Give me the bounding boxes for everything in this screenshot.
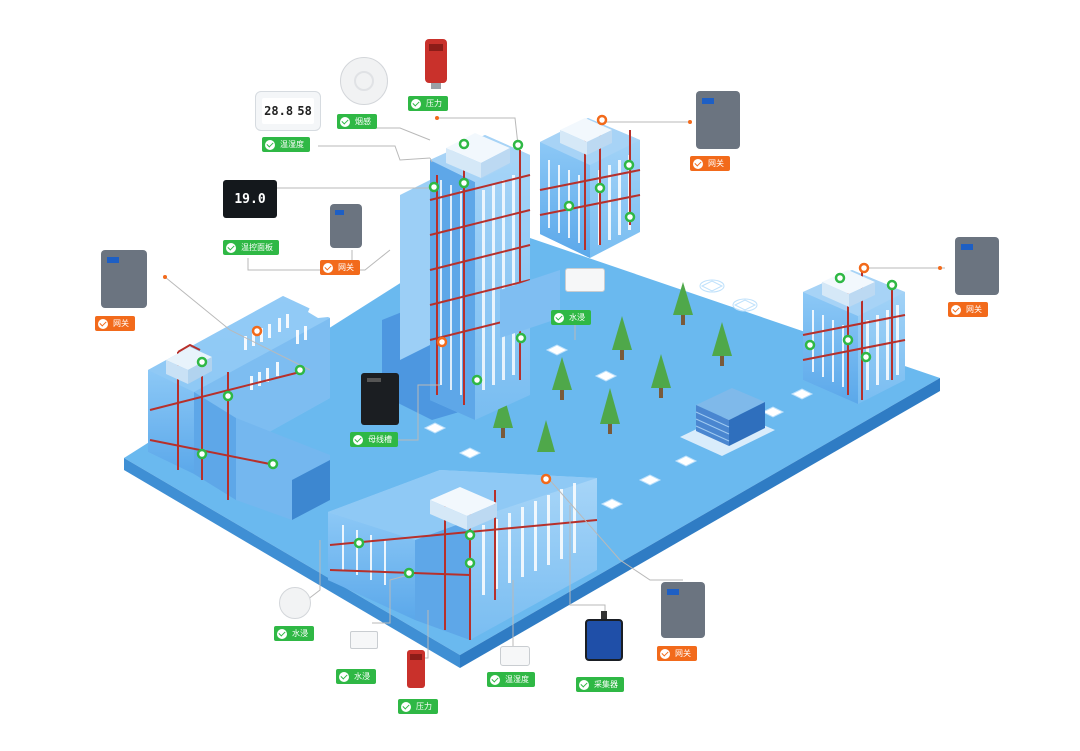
check-icon xyxy=(579,679,589,690)
tag-collector: 采集器 xyxy=(576,677,624,692)
check-icon xyxy=(226,242,236,253)
check-icon xyxy=(951,304,961,315)
panel-temp: 19.0 xyxy=(234,191,266,207)
server-block xyxy=(680,388,775,456)
leader-lines xyxy=(164,117,945,659)
tag-gateway-mid: 网关 xyxy=(320,260,360,275)
water-leak-sensor-mid xyxy=(565,268,605,292)
gateway-points xyxy=(251,114,870,485)
tag-pressure-top: 压力 xyxy=(408,96,448,111)
tag-busbar: 母线槽 xyxy=(350,432,398,447)
gateway-device-left xyxy=(101,250,147,308)
collector-device xyxy=(585,611,623,661)
tag-gateway-right: 网关 xyxy=(948,302,988,317)
tag-smoke-top: 烟感 xyxy=(337,114,377,129)
water-leak-sensor-bottom-2 xyxy=(350,631,378,649)
top-middle-building xyxy=(539,118,704,258)
tag-thermostat-panel: 温控面板 xyxy=(223,240,279,255)
tag-water-leak-bottom-2: 水浸 xyxy=(336,669,376,684)
center-tower xyxy=(382,133,560,420)
front-building xyxy=(328,470,598,640)
thermo-hygrometer-device: 28.8 58 xyxy=(255,91,321,131)
check-icon xyxy=(401,701,411,712)
tag-water-leak-bottom-1: 水浸 xyxy=(274,626,314,641)
gateway-device-bottom xyxy=(661,582,705,638)
tag-gateway-bottom: 网关 xyxy=(657,646,697,661)
check-icon xyxy=(277,628,287,639)
right-building xyxy=(802,270,906,404)
tag-gateway-top-right: 网关 xyxy=(690,156,730,171)
tag-humidity-bottom: 温湿度 xyxy=(487,672,535,687)
check-icon xyxy=(340,116,350,127)
check-icon xyxy=(98,318,108,329)
smoke-detector-device xyxy=(340,57,388,105)
check-icon xyxy=(353,434,363,445)
gateway-device-mid xyxy=(330,204,362,248)
pressure-sensor-device xyxy=(425,39,447,89)
check-icon xyxy=(490,674,500,685)
trees xyxy=(493,282,732,452)
tag-humidity-top: 温湿度 xyxy=(262,137,310,152)
busbar-device xyxy=(361,373,399,425)
thermo-temp: 28.8 xyxy=(264,104,294,118)
pressure-sensor-bottom xyxy=(407,650,425,688)
check-icon xyxy=(323,262,333,273)
leader-dots xyxy=(163,116,942,279)
check-icon xyxy=(554,312,564,323)
check-icon xyxy=(339,671,349,682)
tag-pressure-bottom: 压力 xyxy=(398,699,438,714)
tag-gateway-left: 网关 xyxy=(95,316,135,331)
thermo-humidity: 58 xyxy=(297,104,312,118)
tag-water-leak-mid: 水浸 xyxy=(551,310,591,325)
gateway-device-right xyxy=(955,237,999,295)
sensor-points xyxy=(196,138,898,579)
thermostat-panel-device: 19.0 xyxy=(223,180,277,218)
gateway-device-top-right xyxy=(696,91,740,149)
check-icon xyxy=(265,139,275,150)
check-icon xyxy=(411,98,421,109)
humidity-sensor-bottom xyxy=(500,646,530,666)
check-icon xyxy=(660,648,670,659)
left-building xyxy=(148,296,348,520)
water-leak-sensor-bottom-1 xyxy=(279,587,311,619)
check-icon xyxy=(693,158,703,169)
